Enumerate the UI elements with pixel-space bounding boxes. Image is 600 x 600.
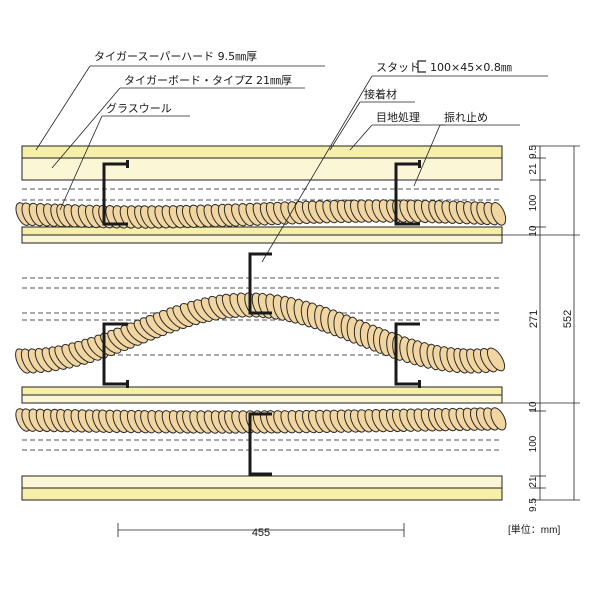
stud-upper-right <box>394 162 420 226</box>
label-joint: 目地処理 <box>376 111 420 124</box>
label-stud-size: 100×45×0.8㎜ <box>430 61 512 74</box>
dim-total-552: 552 <box>562 310 574 328</box>
studs <box>102 162 420 476</box>
board-lower-mid-a <box>21 386 503 396</box>
board-lower-mid-b <box>21 394 503 404</box>
board-top-inner <box>21 157 503 181</box>
wool-band-lower <box>15 407 507 434</box>
wool-band-middle <box>15 292 506 374</box>
wool-loop <box>490 407 507 431</box>
label-glass-wool: グラスウール <box>106 101 172 115</box>
dim-bot-100: 100 <box>528 435 539 452</box>
unit-label: [単位：mm] <box>508 523 560 536</box>
stud-symbol-icon <box>417 60 426 73</box>
label-hard-board: タイガースーパーハード 9.5㎜厚 <box>94 50 257 63</box>
dim-top-21: 21 <box>528 163 539 175</box>
dim-top-100: 100 <box>528 194 539 211</box>
boards <box>21 145 503 501</box>
dimension-lines <box>502 145 580 501</box>
label-sway-stop: 振れ止め <box>444 110 488 124</box>
dim-bot-9-5: 9.5 <box>528 498 539 512</box>
board-upper-mid-b <box>21 234 503 244</box>
glass-wool <box>15 199 507 434</box>
stud-center-lower <box>248 412 272 476</box>
wool-loop <box>490 202 507 226</box>
dim-bot-10: 10 <box>528 401 539 413</box>
stud-upper-left <box>102 162 128 226</box>
wool-band-upper <box>15 199 507 229</box>
wool-loop <box>486 347 506 372</box>
board-bottom-inner <box>21 475 503 489</box>
labels: タイガースーパーハード 9.5㎜厚 タイガーボード・タイプZ 21㎜厚 グラスウ… <box>94 50 512 124</box>
stud-middle-right <box>394 322 420 386</box>
stud-middle-left <box>102 322 128 386</box>
leader-lines <box>35 65 548 263</box>
dimension-labels: 9.5 21 100 10 271 552 10 100 21 9.5 <box>528 145 574 512</box>
label-z-board: タイガーボード・タイプZ 21㎜厚 <box>124 74 292 87</box>
spacing-dimension <box>117 523 405 537</box>
dim-top-9-5: 9.5 <box>528 145 539 159</box>
label-adhesive: 接着材 <box>364 87 397 101</box>
dim-bot-21: 21 <box>528 476 539 488</box>
dim-spacing-455: 455 <box>252 527 270 539</box>
stud-center-upper <box>248 252 272 315</box>
dim-top-10: 10 <box>528 225 539 237</box>
label-stud: スタッド <box>376 61 420 74</box>
dim-mid-271: 271 <box>528 310 540 328</box>
board-bottom-outer <box>21 487 503 501</box>
board-upper-mid-a <box>21 226 503 236</box>
